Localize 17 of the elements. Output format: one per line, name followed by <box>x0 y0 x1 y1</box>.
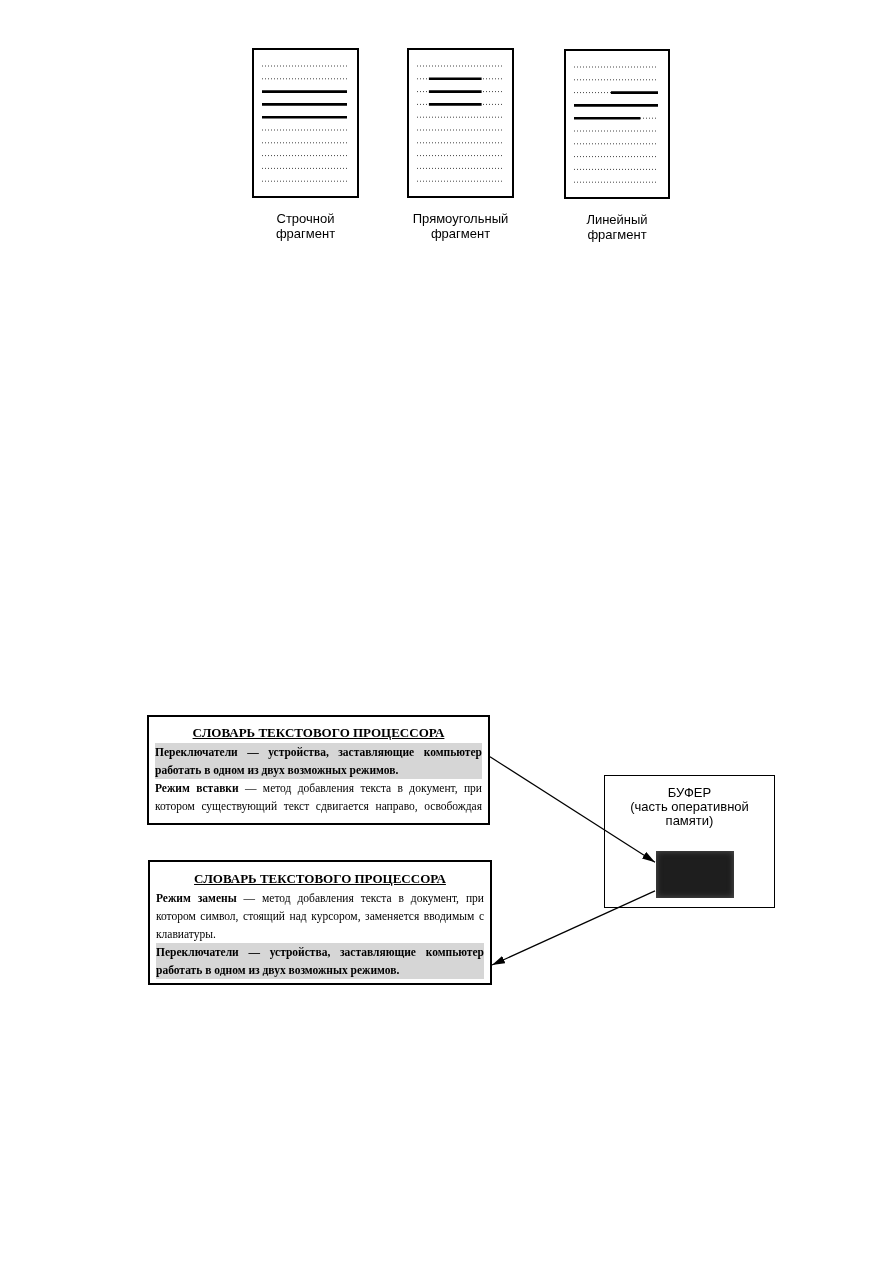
buffer-subtitle: (часть оперативной памяти) <box>629 800 750 828</box>
definition-text: Режим вставки — метод добавления текста в документ, при котором существующий текст сдвигается направо, освобождая <box>155 781 482 815</box>
highlighted-definition: Переключатели — устройства, заставляющие компьютер работать в одном из двух возможных режимов. <box>155 743 482 779</box>
arrow <box>489 756 656 863</box>
dictionary-card <box>148 860 492 985</box>
card-title: СЛОВАРЬ ТЕКСТОВОГО ПРОЦЕССОРА <box>193 870 447 888</box>
card-title: СЛОВАРЬ ТЕКСТОВОГО ПРОЦЕССОРА <box>191 724 446 742</box>
buffer-box <box>604 775 775 908</box>
fragment-caption: Прямоугольный фрагмент <box>411 211 510 241</box>
fragment-caption: Строчной фрагмент <box>274 211 337 241</box>
buffer-title: БУФЕР <box>667 786 712 800</box>
definition-text: Режим замены — метод добавления текста в документ, при котором символ, стоящий над курсором, заменяется вводимым с клавиатуры. <box>156 891 484 943</box>
dictionary-card <box>147 715 490 825</box>
arrow <box>491 890 656 966</box>
highlighted-definition: Переключатели — устройства, заставляющие компьютер работать в одном из двух возможных режимов. <box>156 943 484 979</box>
fragment-caption: Линейный фрагмент <box>585 212 649 242</box>
fragment-block <box>656 851 734 898</box>
